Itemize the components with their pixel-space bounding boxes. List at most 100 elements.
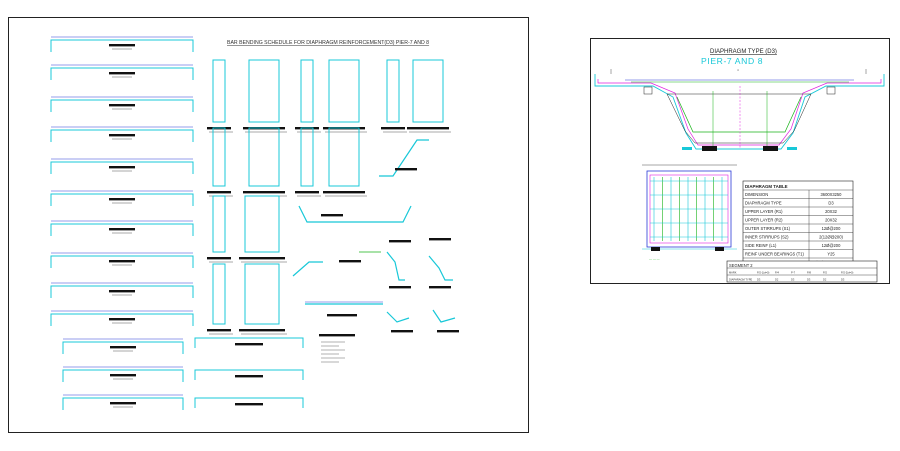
stirrup-mark-label [239, 257, 285, 260]
bar-shape [194, 369, 304, 380]
bar-shape [50, 99, 194, 112]
stirrup-shape [300, 127, 314, 187]
bar-mark-label [235, 375, 263, 378]
table-row-value: 12Ø@200 [822, 243, 841, 248]
diaphragm-plan-detail: — — — [642, 164, 737, 261]
stirrup-shape [244, 263, 280, 325]
bar-mark-label [235, 403, 263, 406]
table-row-label: OUTER STIRRUPS (S1) [745, 226, 791, 231]
schedule-title: BAR BENDING SCHEDULE FOR DIAPHRAGM REINF… [227, 40, 429, 46]
table-row-label: SIDE REINF (L1) [745, 243, 777, 248]
table-row-value: 2(12Ø@200) [819, 235, 843, 240]
bent-bar-shapes [292, 139, 459, 363]
box-girder-section: ✕ [594, 69, 885, 151]
segment-column-header: P/2 [823, 271, 827, 275]
bar-mark-label [109, 290, 135, 293]
table-row-value: D3 [828, 201, 834, 206]
stirrup-shape [248, 59, 280, 123]
bar-shape [50, 255, 194, 268]
segment-column-header: P/2-1(d=0) [757, 271, 769, 275]
bar-bending-schedule-drawing: BAR BENDING SCHEDULE FOR DIAPHRAGM REINF… [50, 36, 459, 410]
table-row-value: 20X32 [825, 209, 838, 214]
segment-cell: D2 [775, 278, 779, 282]
bar-shape [62, 341, 184, 354]
stirrup-shape [244, 195, 280, 253]
bar-bending-schedule-sheet[interactable]: BAR BENDING SCHEDULE FOR DIAPHRAGM REINF… [8, 17, 529, 433]
stirrup-shape [300, 59, 314, 123]
bent-bar-mark-label [389, 240, 411, 243]
segment-column-header: P-7 [791, 271, 796, 275]
stirrup-shape [328, 127, 360, 187]
stirrup-mark-label [207, 191, 231, 194]
bar-mark-label [109, 318, 135, 321]
bar-mark-label [110, 346, 136, 349]
bar-shape [50, 161, 194, 174]
bar-shape [50, 313, 194, 326]
bar-shape [50, 39, 194, 52]
table-row-value: Y25 [827, 252, 835, 257]
stirrup-shape [212, 263, 226, 325]
bar-mark-label [109, 104, 135, 107]
bar-shape [194, 397, 304, 408]
bar-mark-label [110, 374, 136, 377]
bent-bar-mark-label [321, 214, 343, 217]
bar-mark-label [109, 260, 135, 263]
bar-mark-label [109, 134, 135, 137]
stirrup-shapes [194, 59, 451, 408]
stirrup-mark-label [239, 329, 285, 332]
stirrup-shape [386, 59, 400, 123]
bar-mark-label [235, 343, 263, 346]
stirrup-shape [212, 195, 226, 253]
stirrup-mark-label [407, 127, 449, 130]
table-row-value: 12Ø@200 [822, 226, 841, 231]
segment-column-header: MARK [729, 271, 737, 275]
bent-bar-mark-label [437, 330, 459, 333]
table-row-label: DIAPHRAGM TYPE [745, 201, 782, 206]
stirrup-mark-label [207, 257, 231, 260]
bar-shape [62, 369, 184, 382]
bent-bar-mark-label [391, 330, 413, 333]
table-row-label: INNER STIRRUPS (S2) [745, 235, 789, 240]
table-row-value: 20X32 [825, 218, 838, 223]
bar-shape [50, 223, 194, 236]
table-row-label: DIMENSION [745, 192, 768, 197]
bent-bar-mark-label [429, 286, 451, 289]
segment-cell: D3 [791, 278, 795, 282]
bar-mark-label [109, 228, 135, 231]
stirrup-mark-label [243, 191, 285, 194]
stirrup-shape [328, 59, 360, 123]
segment-table-header: SEGMENT 2 [729, 263, 753, 268]
segment-column-header: P/8 [807, 271, 811, 275]
bent-bar-shape [428, 255, 453, 281]
bar-shape [50, 285, 194, 298]
stirrup-shape [412, 59, 444, 123]
segment-cell: DIAPHRAGM TYPE [729, 278, 752, 282]
bent-bar-shape [379, 139, 429, 177]
bent-bar-mark-label [429, 238, 451, 241]
bar-shape [50, 193, 194, 206]
segment-cell: D3 [807, 278, 811, 282]
stirrup-mark-label [207, 329, 231, 332]
diaphragm-type-sheet[interactable]: DIAPHRAGM TYPE (D3) PIER-7 AND 8 ✕ [590, 38, 890, 284]
segment-column-header: P/4 [775, 271, 779, 275]
diaphragm-drawing: DIAPHRAGM TYPE (D3) PIER-7 AND 8 ✕ [594, 49, 885, 283]
bent-bar-shape [432, 309, 456, 323]
diaphragm-subtitle: PIER-7 AND 8 [701, 56, 763, 66]
bent-bar-shape [292, 261, 323, 277]
segment-cell: D2 [823, 278, 827, 282]
axis-marker-icon: ✕ [737, 69, 740, 72]
bent-bar-mark-label [339, 260, 361, 263]
bar-shape [50, 129, 194, 142]
stirrup-shape [212, 127, 226, 187]
table-row-label: UPPER LAYER (R2) [745, 218, 783, 223]
bar-mark-label [109, 44, 135, 47]
table-row-value: 3600X3250 [821, 192, 843, 197]
segment-cell: D3 [757, 278, 761, 282]
bar-shape [194, 337, 304, 348]
left-column-bar-shapes [50, 36, 194, 410]
bent-bar-shape [386, 251, 405, 281]
bar-shape [50, 67, 194, 80]
bent-bar-mark-label [395, 168, 417, 171]
bar-mark-label [110, 402, 136, 405]
